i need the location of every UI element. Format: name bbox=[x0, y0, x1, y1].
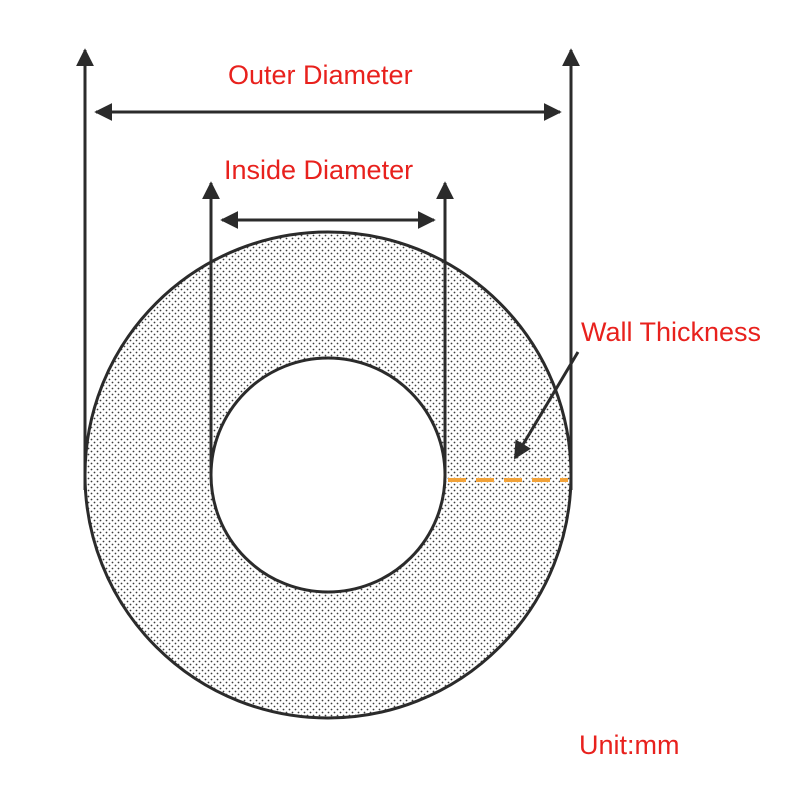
inner-circle bbox=[209, 356, 447, 594]
tube-wall-ring bbox=[84, 231, 571, 719]
inside-diameter-label: Inside Diameter bbox=[224, 155, 414, 185]
outer-diameter-label: Outer Diameter bbox=[228, 60, 413, 90]
wall-thickness-label: Wall Thickness bbox=[581, 317, 762, 347]
unit-label: Unit:mm bbox=[579, 730, 680, 760]
wall-thickness-pointer bbox=[513, 351, 580, 460]
